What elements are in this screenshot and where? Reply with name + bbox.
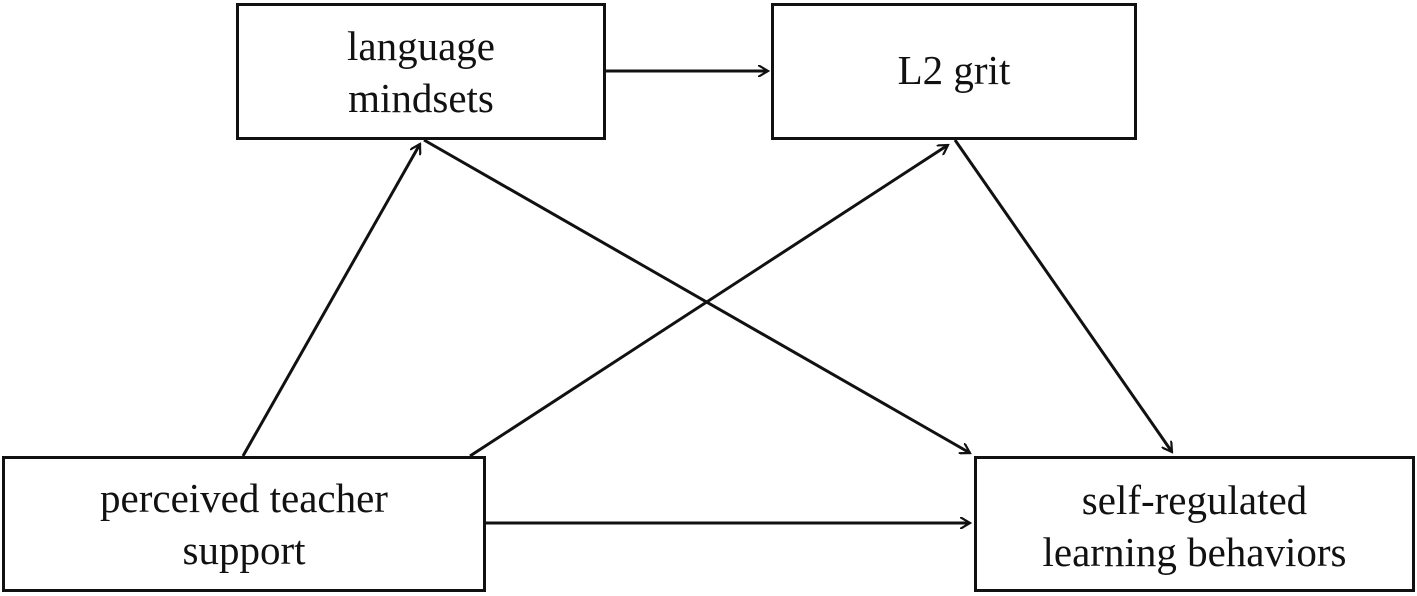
node-label-line: mindsets <box>348 74 494 121</box>
node-label-line: learning behaviors <box>1042 529 1347 575</box>
arrow-mindsets-to-srl <box>423 138 970 453</box>
node-language-mindsets: language mindsets <box>236 3 606 140</box>
node-label-line: perceived teacher <box>100 475 388 521</box>
arrow-support-to-mindsets <box>241 144 420 457</box>
node-label-line: L2 grit <box>897 46 1011 93</box>
arrow-grit-to-srl <box>953 139 1174 452</box>
node-label-line: self-regulated <box>1081 477 1308 523</box>
node-label-line: language <box>347 22 495 69</box>
node-label: self-regulated learning behaviors <box>1043 470 1347 578</box>
node-l2-grit: L2 grit <box>771 3 1137 140</box>
node-label: L2 grit <box>898 44 1011 100</box>
arrow-support-to-grit <box>469 143 948 458</box>
node-label-line: support <box>182 527 306 573</box>
node-label: perceived teacher support <box>100 472 388 576</box>
node-label: language mindsets <box>347 20 495 124</box>
node-perceived-teacher-support: perceived teacher support <box>2 456 486 592</box>
node-self-regulated-learning-behaviors: self-regulated learning behaviors <box>974 456 1415 592</box>
